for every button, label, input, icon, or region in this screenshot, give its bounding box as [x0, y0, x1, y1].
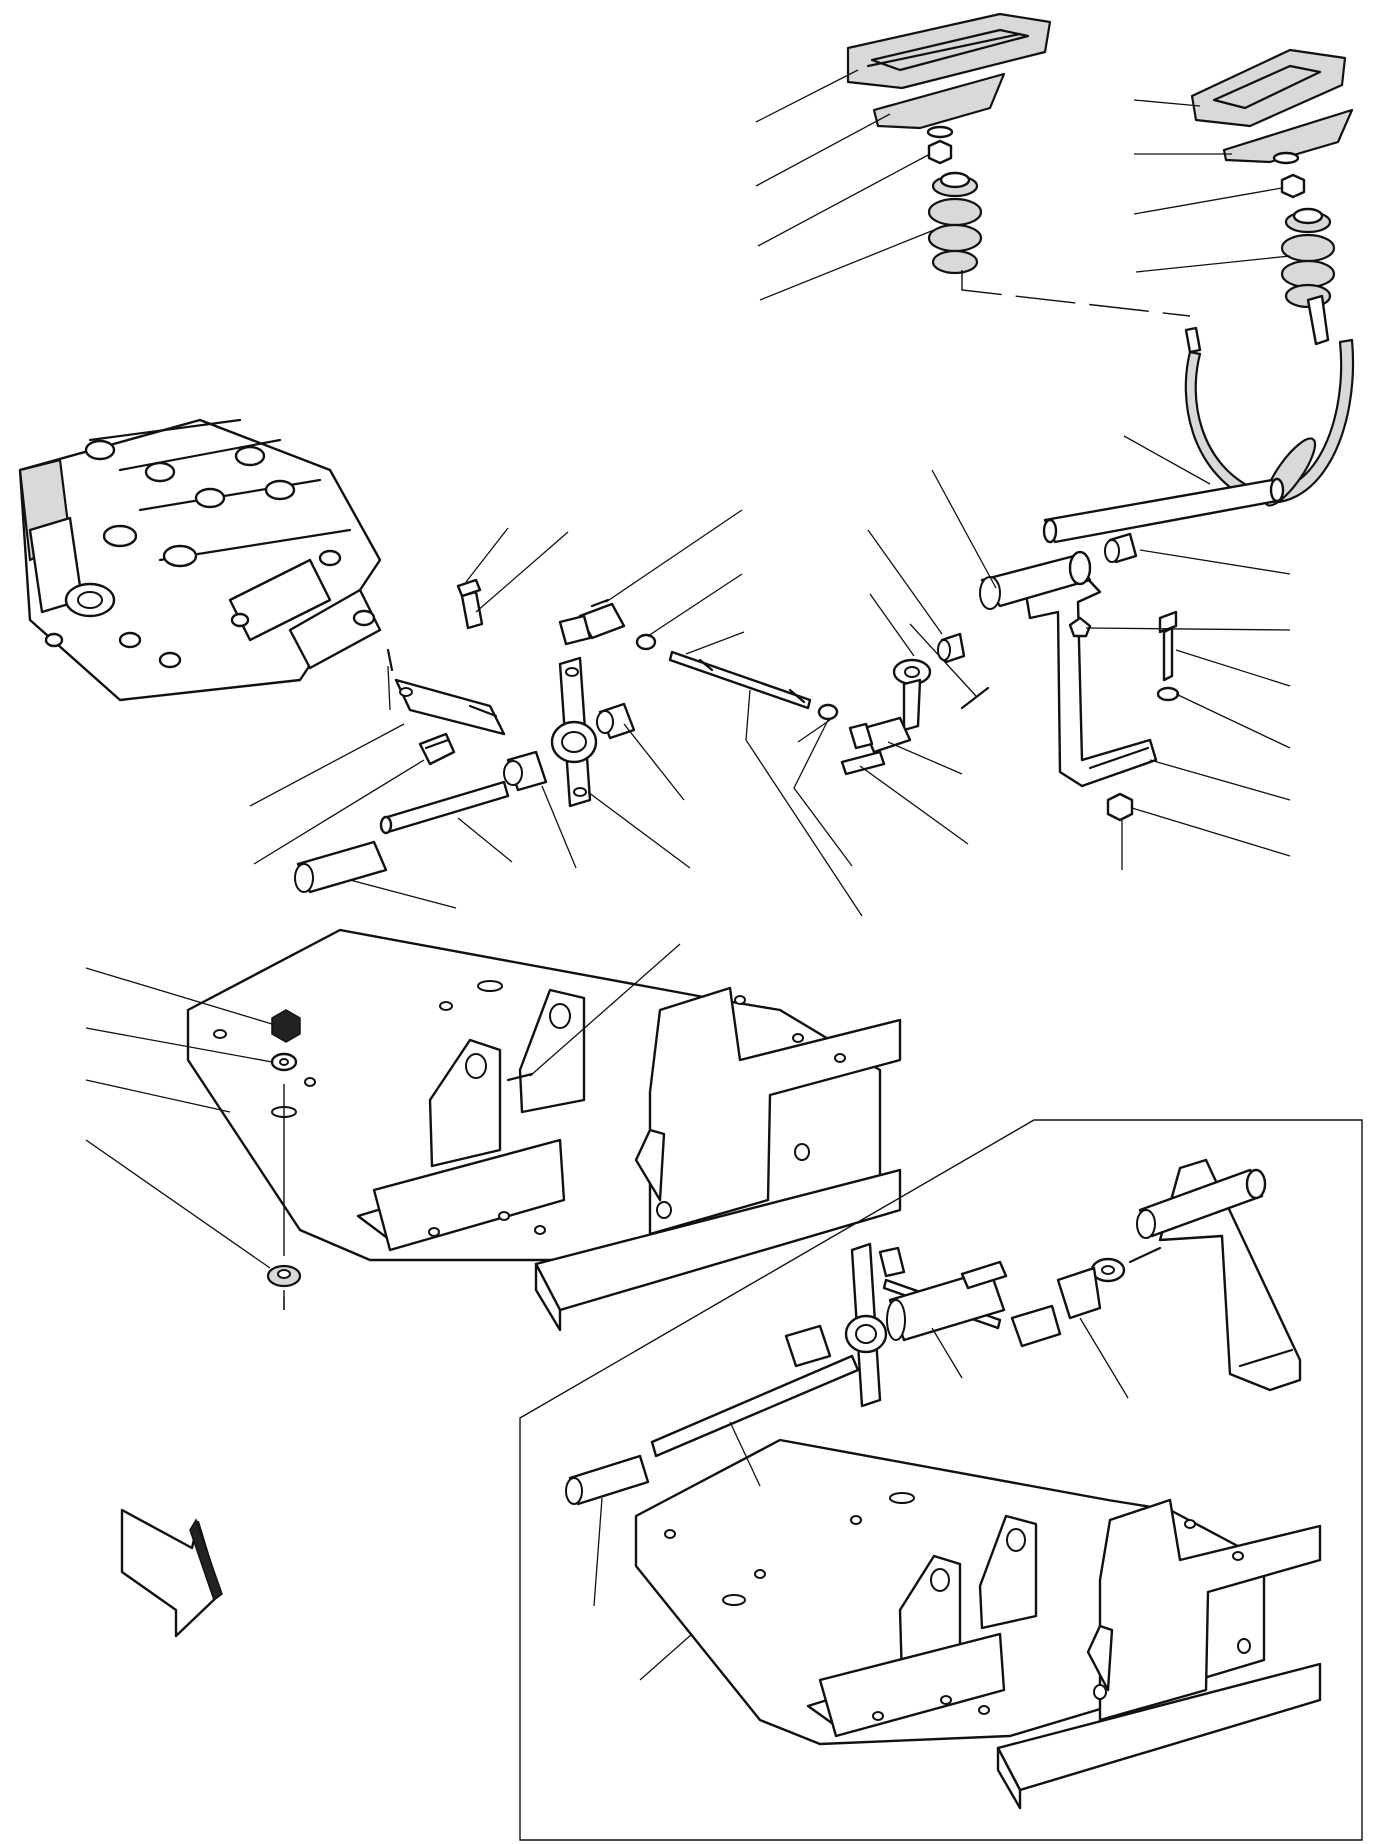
shaft-sleeve — [294, 840, 388, 894]
rod-nut — [635, 633, 657, 651]
pedal-mount-bracket — [979, 550, 1158, 788]
spring-pin — [960, 686, 990, 710]
rod-nut — [817, 703, 839, 721]
rubber-bellows — [927, 171, 983, 275]
pedal-right-assembly — [1190, 48, 1354, 309]
split-pin — [386, 648, 394, 672]
rod-fork-clevis — [558, 598, 626, 646]
pedal-shaft — [1042, 477, 1285, 544]
lock-nut — [1106, 792, 1134, 822]
pedal-plate — [1222, 108, 1354, 165]
view-direction-arrow — [120, 1508, 223, 1638]
pin-clip — [418, 732, 456, 766]
pedal-pad-rubber — [1190, 48, 1347, 128]
valve-link-fork — [394, 678, 506, 736]
pedal-left-assembly — [846, 12, 1052, 275]
rocker-bushing — [503, 750, 548, 792]
bracket-washer — [1156, 686, 1180, 702]
linkage-rod — [668, 650, 812, 710]
clevis-pin — [840, 750, 886, 776]
pedal-pad-rubber — [846, 12, 1052, 90]
rod-end-clevis — [848, 716, 912, 754]
hex-bolt — [1158, 610, 1178, 682]
rubber-bellows — [1280, 207, 1336, 309]
pedal-lever-arm — [892, 658, 932, 732]
shaft-collar — [937, 632, 966, 664]
mounting-frame — [186, 928, 902, 1332]
rocker-arm — [550, 656, 598, 808]
pedal-plate — [872, 72, 1006, 139]
clevis-pin-left — [456, 578, 484, 630]
frame-washer — [270, 1052, 298, 1072]
cross-shaft — [379, 780, 510, 835]
grease-nipple — [1068, 616, 1092, 638]
pedal-nut — [1280, 173, 1306, 199]
callout-leaders — [85, 69, 1291, 1681]
frame-lock-nut — [271, 1009, 301, 1043]
shaft-bushing — [1104, 532, 1138, 564]
rocker-bushing — [596, 702, 636, 740]
inset-alternate-assembly — [519, 1119, 1363, 1841]
hydraulic-control-valve — [18, 418, 382, 702]
pedal-nut — [927, 139, 953, 165]
rubber-mount — [266, 1264, 302, 1288]
